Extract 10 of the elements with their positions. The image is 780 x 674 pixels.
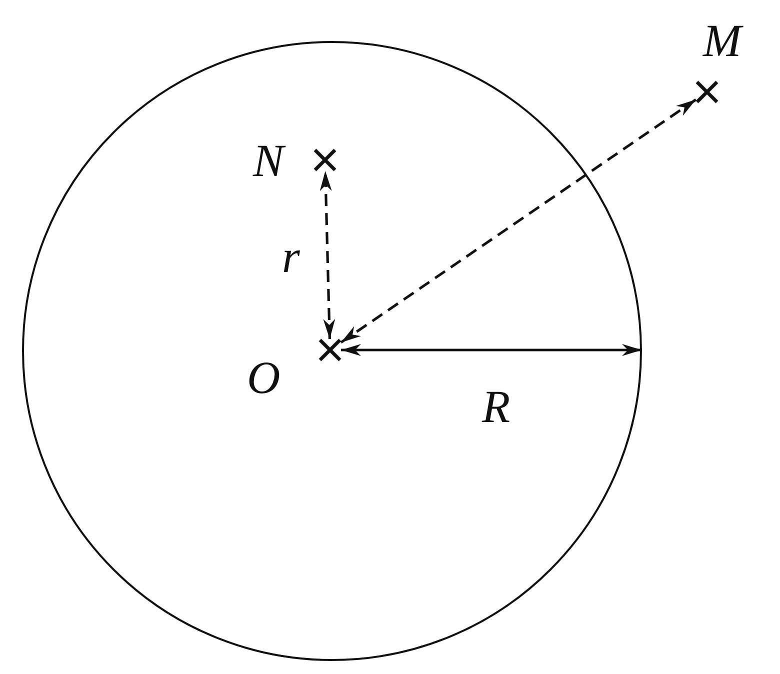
dashed-double-arrow [320, 170, 336, 340]
circle-outline [22, 41, 642, 661]
dashed-double-arrow [340, 98, 697, 344]
point-label: N [253, 138, 284, 184]
double-arrow [341, 344, 642, 356]
point-label: O [247, 355, 280, 401]
point-cross-mark [314, 149, 336, 171]
point-cross-mark [319, 339, 341, 361]
point-label: M [703, 18, 742, 64]
point-cross-mark [696, 81, 718, 103]
